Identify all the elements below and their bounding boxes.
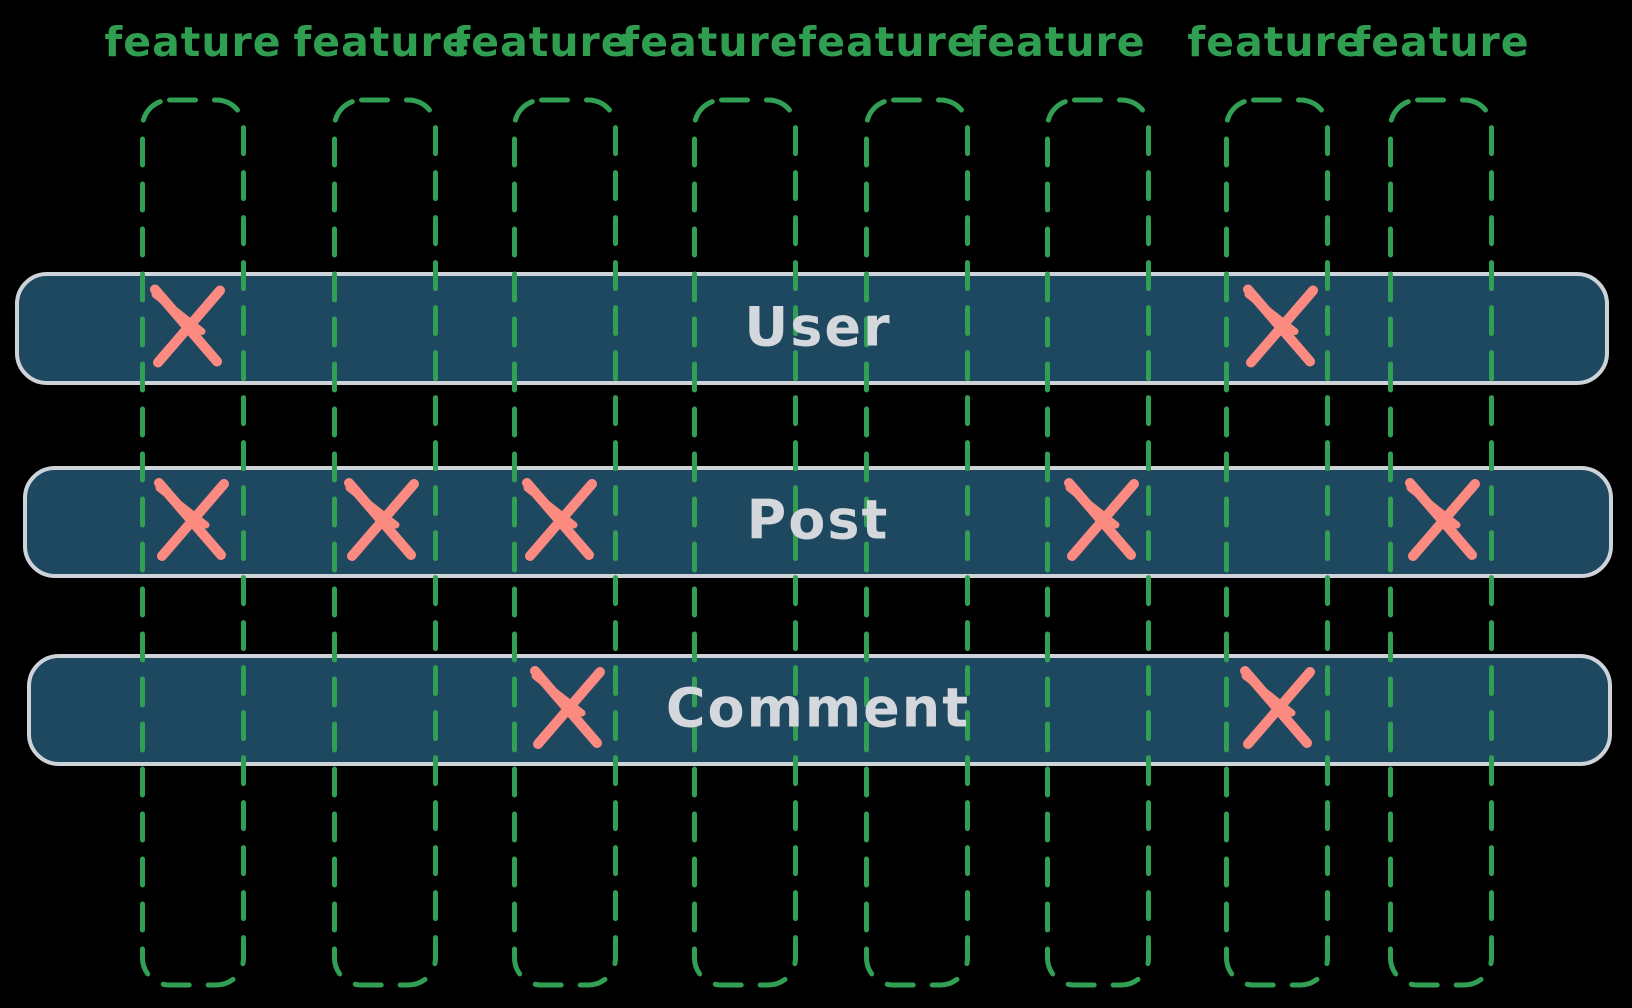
feature-column-7 — [1224, 97, 1330, 988]
feature-column-8 — [1388, 97, 1494, 988]
x-mark-user-col7 — [1243, 284, 1318, 368]
entity-rows-layer — [15, 272, 1613, 766]
feature-column-label-8: feature — [1352, 18, 1530, 66]
feature-column-label-3: feature — [452, 18, 630, 66]
feature-columns-layer — [140, 97, 1494, 988]
x-mark-post-col8 — [1405, 478, 1480, 561]
feature-column-4 — [692, 97, 798, 988]
row-label-post: Post — [746, 488, 890, 552]
x-mark-post-col1 — [154, 478, 229, 561]
x-mark-comment-col7 — [1240, 666, 1315, 749]
feature-column-label-1: feature — [104, 18, 282, 66]
entity-row-post — [23, 466, 1613, 578]
entity-row-comment — [27, 654, 1612, 766]
row-label-comment: Comment — [665, 676, 971, 740]
feature-column-6 — [1045, 97, 1151, 988]
entity-row-user — [15, 272, 1609, 385]
feature-column-3 — [512, 97, 618, 988]
x-mark-user-col1 — [150, 284, 225, 368]
feature-column-label-6: feature — [968, 18, 1146, 66]
x-marks-layer — [150, 284, 1480, 749]
x-mark-comment-col3 — [530, 666, 605, 749]
row-label-user: User — [744, 295, 892, 358]
feature-column-1 — [140, 97, 246, 988]
feature-column-label-5: feature — [798, 18, 976, 66]
feature-column-label-2: feature — [293, 18, 471, 66]
feature-column-5 — [864, 97, 970, 988]
feature-column-2 — [332, 97, 438, 988]
feature-column-label-4: feature — [621, 18, 799, 66]
x-mark-post-col3 — [522, 478, 597, 561]
x-mark-post-col2 — [344, 478, 419, 561]
feature-column-label-7: feature — [1187, 18, 1365, 66]
x-mark-post-col6 — [1064, 478, 1139, 561]
